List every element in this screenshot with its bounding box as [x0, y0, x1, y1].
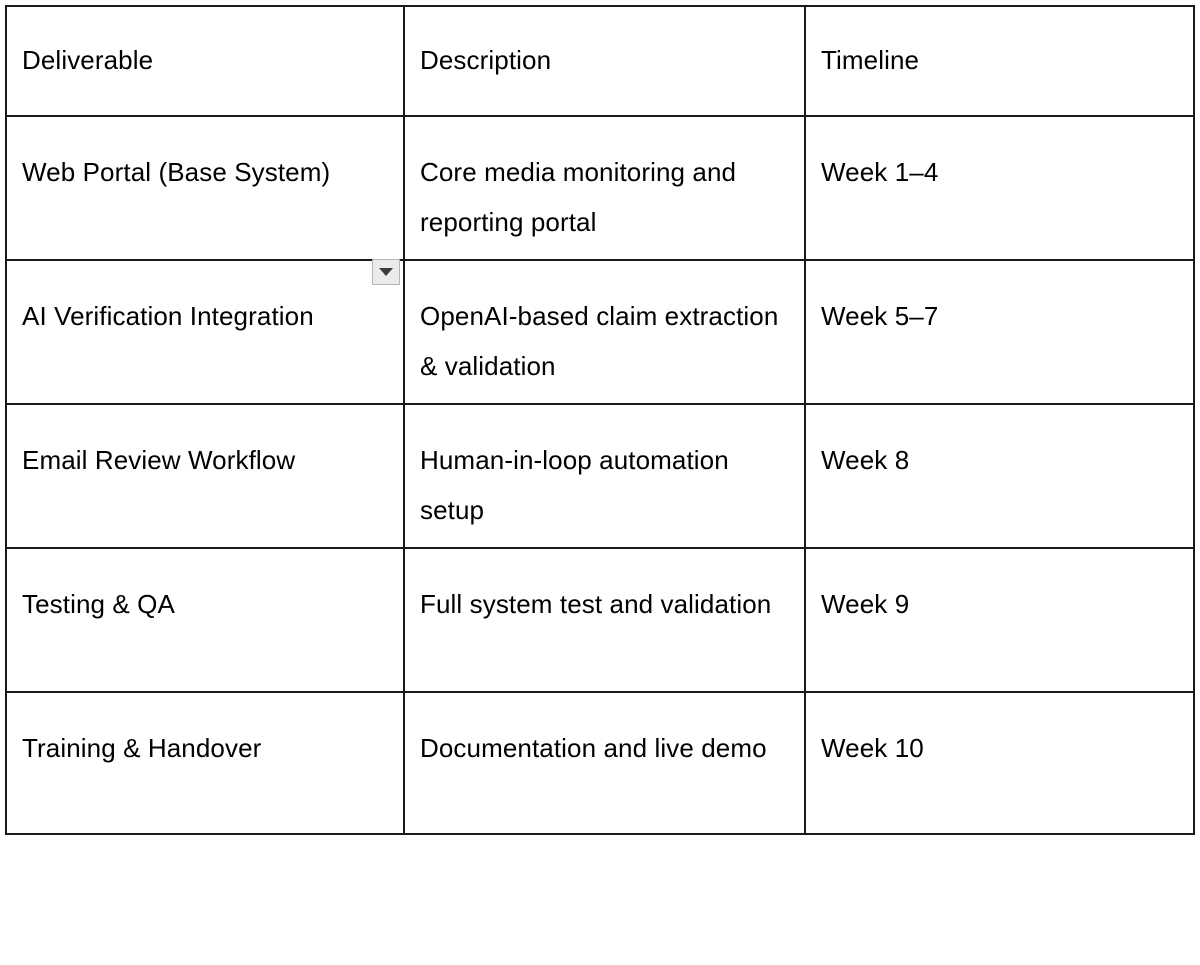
column-header-timeline-label: Timeline	[821, 45, 920, 75]
table-row: Training & Handover Documentation and li…	[5, 691, 1195, 835]
cell-description: Full system test and validation	[403, 547, 806, 693]
cell-timeline: Week 5–7	[804, 259, 1195, 405]
table-row: Testing & QA Full system test and valida…	[5, 547, 1195, 693]
column-header-description: Description	[403, 5, 806, 117]
cell-timeline-text: Week 10	[821, 733, 924, 763]
table-body: Web Portal (Base System) Core media moni…	[5, 115, 1195, 835]
cell-description-text: Human-in-loop automation setup	[420, 445, 729, 525]
cell-deliverable-text: AI Verification Integration	[22, 301, 314, 331]
cell-timeline-text: Week 1–4	[821, 157, 939, 187]
cell-timeline-text: Week 5–7	[821, 301, 939, 331]
table-row: Web Portal (Base System) Core media moni…	[5, 115, 1195, 261]
cell-description-text: Core media monitoring and reporting port…	[420, 157, 737, 237]
triangle-down-icon	[379, 268, 393, 276]
column-header-description-label: Description	[420, 45, 552, 75]
cell-deliverable: Email Review Workflow	[5, 403, 405, 549]
table-row: Email Review Workflow Human-in-loop auto…	[5, 403, 1195, 549]
cell-deliverable: Testing & QA	[5, 547, 405, 693]
cell-description: Core media monitoring and reporting port…	[403, 115, 806, 261]
cell-description: Documentation and live demo	[403, 691, 806, 835]
deliverables-table: Deliverable Description Timeline Web Por…	[5, 5, 1195, 835]
column-header-deliverable: Deliverable	[5, 5, 405, 117]
column-header-deliverable-label: Deliverable	[22, 45, 154, 75]
cell-description: Human-in-loop automation setup	[403, 403, 806, 549]
dropdown-button[interactable]	[372, 259, 400, 285]
cell-timeline: Week 10	[804, 691, 1195, 835]
cell-deliverable: AI Verification Integration	[5, 259, 405, 405]
table-row: AI Verification Integration OpenAI-based…	[5, 259, 1195, 405]
cell-deliverable: Web Portal (Base System)	[5, 115, 405, 261]
column-header-timeline: Timeline	[804, 5, 1195, 117]
cell-timeline-text: Week 9	[821, 589, 910, 619]
cell-deliverable-text: Email Review Workflow	[22, 445, 296, 475]
cell-deliverable: Training & Handover	[5, 691, 405, 835]
table-header-row: Deliverable Description Timeline	[5, 5, 1195, 117]
cell-timeline: Week 8	[804, 403, 1195, 549]
cell-description-text: Documentation and live demo	[420, 733, 767, 763]
cell-description-text: OpenAI-based claim extraction & validati…	[420, 301, 779, 381]
cell-deliverable-text: Testing & QA	[22, 589, 175, 619]
cell-deliverable-text: Web Portal (Base System)	[22, 157, 331, 187]
cell-description: OpenAI-based claim extraction & validati…	[403, 259, 806, 405]
table-header: Deliverable Description Timeline	[5, 5, 1195, 117]
cell-timeline: Week 9	[804, 547, 1195, 693]
cell-description-text: Full system test and validation	[420, 589, 772, 619]
cell-timeline: Week 1–4	[804, 115, 1195, 261]
cell-timeline-text: Week 8	[821, 445, 910, 475]
cell-deliverable-text: Training & Handover	[22, 733, 262, 763]
